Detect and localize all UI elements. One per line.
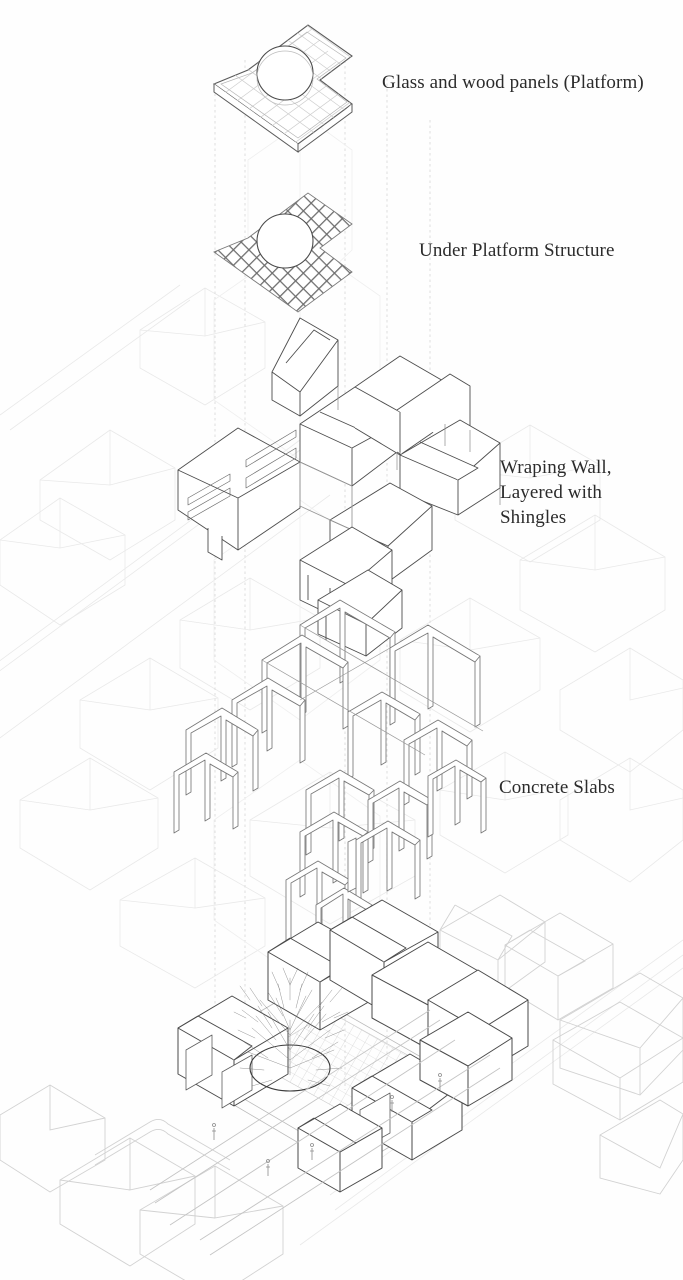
figure-silhouettes (212, 1073, 442, 1176)
label-glass-and-wood-panels: Glass and wood panels (Platform) (382, 72, 644, 93)
layer-under-platform-structure (213, 192, 353, 313)
courtyard-tree (233, 967, 349, 1087)
label-wrapping-wall: Wraping Wall, Layered with Shingles (500, 457, 612, 528)
layer-platform (212, 24, 353, 153)
site-context (0, 284, 683, 1246)
platform-circular-void (256, 45, 314, 101)
label-under-platform-structure: Under Platform Structure (419, 240, 615, 261)
layer-wrapping-wall (177, 317, 501, 657)
street-lines (149, 1009, 501, 1256)
label-concrete-slabs: Concrete Slabs (499, 777, 615, 798)
structure-circular-void (256, 213, 314, 269)
layer-concrete-slabs (173, 599, 487, 966)
layer-assembled-building (149, 899, 529, 1256)
